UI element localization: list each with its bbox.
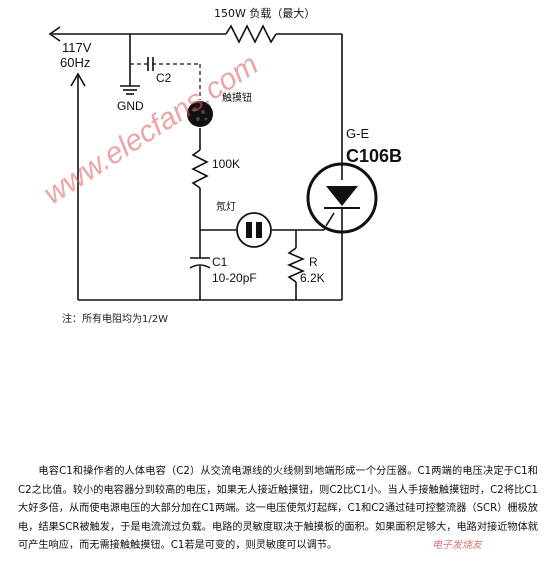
scr-model-label: C106B (346, 146, 402, 166)
wires (48, 24, 343, 301)
c2-plates (147, 57, 154, 71)
scr-maker-label: G-E (346, 126, 369, 141)
voltage-label: 117V (62, 40, 92, 55)
neon-lamp (236, 212, 272, 248)
resistor-6k2 (286, 247, 306, 283)
gnd-label: GND (117, 99, 144, 113)
touch-plate (187, 101, 213, 127)
scr-c106b (306, 162, 378, 234)
r-name-label: R (309, 255, 318, 269)
c2-body-capacitance (130, 63, 201, 100)
load-label: 150W 负载（最大） (214, 6, 315, 20)
c1-name-label: C1 (212, 255, 228, 269)
circuit-schematic: 150W 负载（最大） 117V 60Hz C2 GND 触摸钮 100K 氖灯… (38, 6, 402, 301)
c1-value-label: 10-20pF (212, 271, 257, 285)
frequency-label: 60Hz (60, 55, 90, 70)
c2-label: C2 (156, 71, 172, 85)
load-resistor (225, 24, 277, 44)
neon-label: 氖灯 (216, 200, 236, 213)
resistor-100k (191, 149, 209, 189)
r-100k-label: 100K (212, 157, 240, 171)
r-value-label: 6.2K (300, 271, 325, 285)
touch-plate-label: 触摸钮 (222, 91, 252, 104)
resistor-note: 注：所有电阻均为1/2W (62, 314, 168, 325)
watermark: www.elecfans.com (38, 48, 264, 211)
circuit-description: 电容C1和操作者的人体电容（C2）从交流电源线的火线侧到地端形成一个分压器。C1… (18, 466, 538, 552)
corner-watermark: 电子发烧友 (432, 540, 482, 551)
